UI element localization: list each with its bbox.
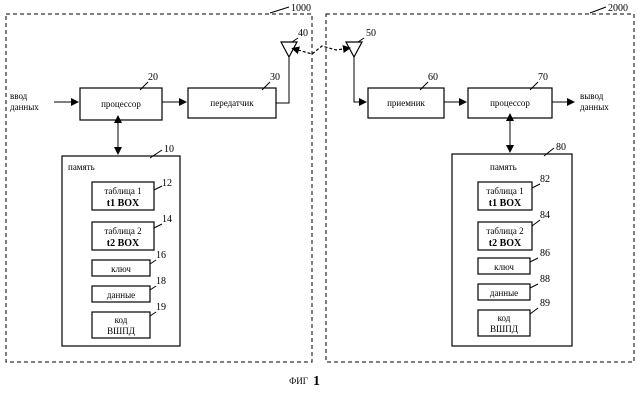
table1-82-line1: таблица 1 [486,186,523,196]
transmitter-30-label: передатчик [210,98,254,108]
antenna-40-icon [281,42,297,57]
table2-14-ref: 14 [162,214,172,225]
table2-14-line1: таблица 2 [104,226,141,236]
key-86-label: ключ [494,262,514,272]
input-label-line2: данных [10,102,39,112]
data-18-label: данные [107,290,135,300]
output-label-line2: данных [580,102,609,112]
processor-70-ref: 70 [538,72,548,83]
table2-84-line2: t2 BOX [489,238,522,249]
antenna-50-ref: 50 [366,28,376,39]
table1-12-ref: 12 [162,178,172,189]
code-19-line1: код [115,315,128,325]
device-1000-leader [270,7,289,13]
antenna-50-icon [346,42,362,57]
caption-prefix: ФИГ [289,376,308,386]
key-16-label: ключ [111,264,131,274]
table2-84-line1: таблица 2 [486,226,523,236]
device-2000-ref: 2000 [608,3,628,14]
device-1000: 1000 ввод данных процессор 20 передатчик… [6,3,312,362]
table2-84-ref: 84 [540,210,550,221]
table1-82-line2: t1 BOX [489,198,522,209]
memory-80-label: память [490,162,517,172]
processor-20-ref: 20 [148,72,158,83]
table2-14-line2: t2 BOX [107,238,140,249]
code-19-ref: 19 [156,302,166,313]
device-1000-ref: 1000 [291,3,311,14]
antenna-40-ref: 40 [298,28,308,39]
data-88-ref: 88 [540,274,550,285]
receiver-60-ref: 60 [428,72,438,83]
table1-82-ref: 82 [540,174,550,185]
caption-number: 1 [313,374,320,389]
wireless-link-arrow [298,46,350,54]
table1-12-line2: t1 BOX [107,198,140,209]
input-label-line1: ввод [10,91,28,101]
data-88-label: данные [490,288,518,298]
code-89-ref: 89 [540,298,550,309]
memory-10-label: память [68,162,95,172]
processor-20-label: процессор [101,99,141,109]
antenna-receiver-feed [354,57,366,102]
data-18-ref: 18 [156,276,166,287]
table1-12-line1: таблица 1 [104,186,141,196]
memory-10-ref: 10 [164,144,174,155]
key-16-ref: 16 [156,250,166,261]
code-19-line2: ВШПД [107,326,135,336]
device-2000: 2000 50 приемник 60 процессор 70 вывод д… [326,3,634,362]
output-label-line1: вывод [580,91,604,101]
receiver-60-label: приемник [387,98,425,108]
transmitter-30-ref: 30 [270,72,280,83]
figure-caption: ФИГ 1 [289,374,320,389]
processor-70-label: процессор [490,98,530,108]
code-89-line2: ВШПД [490,324,518,334]
key-86-ref: 86 [540,248,550,259]
code-89-line1: код [498,313,511,323]
memory-80-ref: 80 [556,142,566,153]
